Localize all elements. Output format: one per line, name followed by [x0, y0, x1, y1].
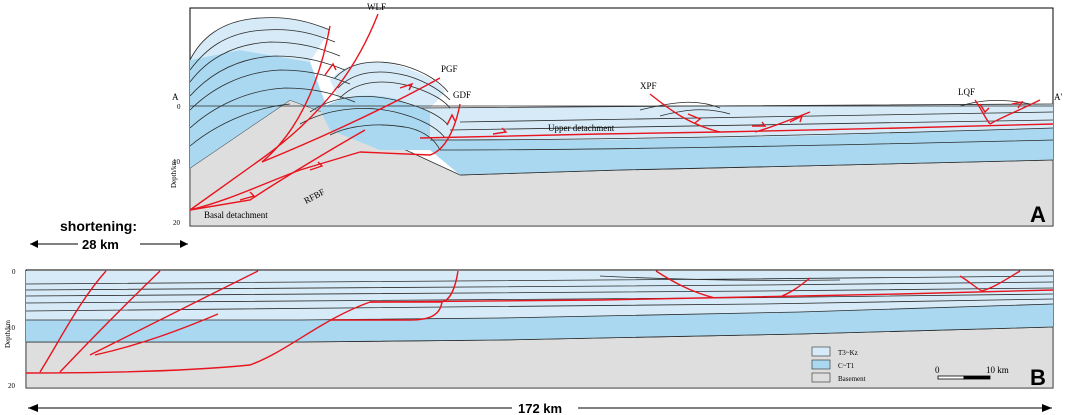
fault-wlf-trace: [189, 13, 379, 211]
panel-a: WLF PGF GDF XPF LQF RFBF Upper detachmen…: [170, 2, 1062, 227]
slip-arrow-1: [324, 62, 337, 76]
panel-b-depth-axis-label: Depth/km: [4, 319, 12, 348]
panel-a-ct1-foreland: [430, 128, 1053, 175]
label-xpf: XPF: [640, 81, 657, 91]
fault-wlf-splay: [261, 25, 331, 163]
panel-b-t3kz: [26, 271, 1053, 320]
panel-a-tick-20: 20: [173, 219, 181, 227]
shortening-annotation: shortening: 28 km: [30, 218, 188, 252]
total-length-annotation: 172 km: [28, 400, 1052, 415]
panel-a-faults: [189, 13, 1054, 211]
scale-bar-start: 0: [935, 365, 940, 375]
legend-label-basement: Basement: [838, 375, 866, 383]
panel-b-tick-20: 20: [8, 382, 16, 390]
panel-a-t3kz-foreland: [420, 104, 1053, 140]
panel-a-depth-axis-label: Depth/km: [170, 159, 178, 188]
fault-xpf-trace: [649, 93, 721, 133]
panel-a-tick-10: 10: [173, 158, 181, 166]
panel-b-tick-0: 0: [12, 268, 16, 276]
shortening-label: shortening:: [60, 218, 137, 234]
shortening-value: 28 km: [82, 237, 119, 252]
panel-a-ct1-hinterland: [190, 50, 330, 168]
label-upper-detachment: Upper detachment: [548, 123, 615, 133]
label-wlf: WLF: [367, 2, 386, 12]
scale-bar: 0 10 km: [935, 365, 1009, 380]
fault-rfbf-trace: [189, 129, 366, 211]
slip-arrow-6: [239, 191, 256, 201]
total-length-label: 172 km: [518, 401, 562, 415]
scale-bar-end: 10 km: [986, 365, 1009, 375]
panel-a-tick-0: 0: [177, 103, 181, 111]
panel-b: 0 10 20 Depth/km T3~Kz C~T1 Basement 0 1…: [4, 268, 1054, 390]
slip-arrow-9: [789, 114, 804, 123]
slip-arrow-7: [687, 113, 702, 124]
label-gdf: GDF: [453, 90, 471, 100]
fault-pgf-trace: [261, 77, 441, 163]
panel-b-faults: [25, 270, 1054, 374]
label-pgf: PGF: [441, 64, 458, 74]
panel-b-tick-10: 10: [8, 324, 16, 332]
fault-lqf-backthrust: [989, 99, 1041, 125]
label-section-start: A: [172, 92, 179, 102]
legend-label-ct1: C~T1: [838, 362, 855, 370]
panel-b-ct1: [26, 304, 1053, 342]
panel-a-horizons: [189, 17, 1054, 176]
slip-arrow-10: [979, 103, 990, 114]
legend-swatch-ct1: [811, 359, 831, 370]
label-section-end: A': [1054, 92, 1062, 102]
panel-a-letter: A: [1030, 202, 1046, 227]
fault-xpf-backthrust: [754, 111, 811, 133]
slip-arrow-4: [492, 127, 508, 135]
legend-swatch-t3kz: [811, 346, 831, 357]
slip-arrow-5: [309, 161, 324, 171]
fault-lqf-trace: [974, 99, 991, 125]
legend-swatch-basement: [811, 372, 831, 383]
panel-a-t3kz-hinterland: [190, 17, 330, 62]
label-basal-detachment: Basal detachment: [204, 210, 268, 220]
slip-arrow-11: [1011, 100, 1024, 109]
legend-label-t3kz: T3~Kz: [838, 349, 858, 357]
slip-arrow-3: [446, 113, 456, 126]
legend: T3~Kz C~T1 Basement: [811, 346, 866, 383]
slip-arrow-2: [399, 82, 414, 91]
label-lqf: LQF: [958, 87, 975, 97]
fault-gdf-trace: [359, 103, 461, 156]
slip-arrow-8: [752, 121, 767, 127]
panel-b-letter: B: [1030, 365, 1046, 390]
basal-detachment-trace: [189, 151, 361, 211]
